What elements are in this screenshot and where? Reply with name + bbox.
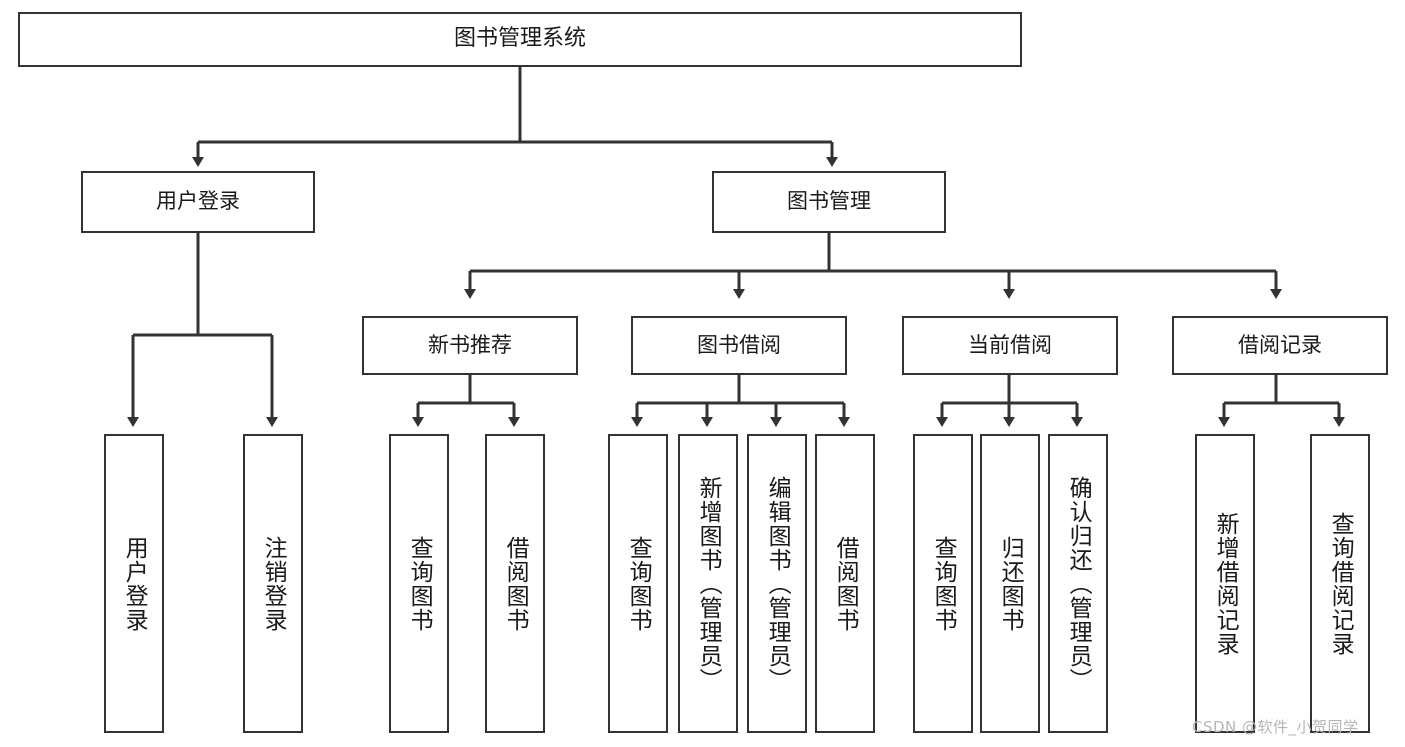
node-label: 借阅记录	[1238, 332, 1322, 357]
node-label: 新增图书（管理员）	[695, 475, 722, 692]
node-book-management[interactable]: 图书管理	[712, 171, 946, 233]
leaf-borrow-record-query-record[interactable]: 查询借阅记录	[1310, 434, 1370, 733]
leaf-book-borrow-add-book-admin[interactable]: 新增图书（管理员）	[678, 434, 738, 733]
leaf-book-borrow-query-book[interactable]: 查询图书	[608, 434, 668, 733]
node-label: 确认归还（管理员）	[1065, 475, 1092, 692]
node-label: 借阅图书	[832, 535, 859, 632]
node-current-borrow[interactable]: 当前借阅	[902, 316, 1118, 375]
node-label: 注销登录	[260, 535, 287, 632]
csdn-watermark: CSDN @软件_小贺同学	[1192, 718, 1359, 736]
node-label: 查询图书	[406, 535, 433, 632]
node-label: 新书推荐	[428, 332, 512, 357]
leaf-current-borrow-confirm-return-admin[interactable]: 确认归还（管理员）	[1048, 434, 1108, 733]
node-borrow-record[interactable]: 借阅记录	[1172, 316, 1388, 375]
leaf-current-borrow-query-book[interactable]: 查询图书	[913, 434, 973, 733]
leaf-book-borrow-borrow-book[interactable]: 借阅图书	[815, 434, 875, 733]
leaf-user-login-logout[interactable]: 注销登录	[243, 434, 303, 733]
leaf-current-borrow-return-book[interactable]: 归还图书	[980, 434, 1040, 733]
node-label: 查询图书	[625, 535, 652, 632]
leaf-user-login-login[interactable]: 用户登录	[104, 434, 164, 733]
node-label: 归还图书	[997, 535, 1024, 632]
leaf-book-borrow-edit-book-admin[interactable]: 编辑图书（管理员）	[747, 434, 807, 733]
node-label: 图书借阅	[697, 332, 781, 357]
node-label: 用户登录	[121, 535, 148, 632]
node-root-library-management-system[interactable]: 图书管理系统	[18, 12, 1022, 67]
node-new-book-recommend[interactable]: 新书推荐	[362, 316, 578, 375]
node-label: 借阅图书	[502, 535, 529, 632]
node-label: 编辑图书（管理员）	[764, 475, 791, 692]
leaf-new-book-query-book[interactable]: 查询图书	[389, 434, 449, 733]
leaf-borrow-record-add-record[interactable]: 新增借阅记录	[1195, 434, 1255, 733]
node-label: 图书管理	[787, 189, 871, 214]
node-label: 图书管理系统	[453, 26, 586, 52]
node-label: 用户登录	[156, 189, 240, 214]
node-book-borrow[interactable]: 图书借阅	[631, 316, 847, 375]
leaf-new-book-borrow-book[interactable]: 借阅图书	[485, 434, 545, 733]
node-label: 查询借阅记录	[1327, 511, 1354, 656]
node-user-login[interactable]: 用户登录	[81, 171, 315, 233]
node-label: 新增借阅记录	[1212, 511, 1239, 656]
node-label: 查询图书	[930, 535, 957, 632]
node-label: 当前借阅	[968, 332, 1052, 357]
